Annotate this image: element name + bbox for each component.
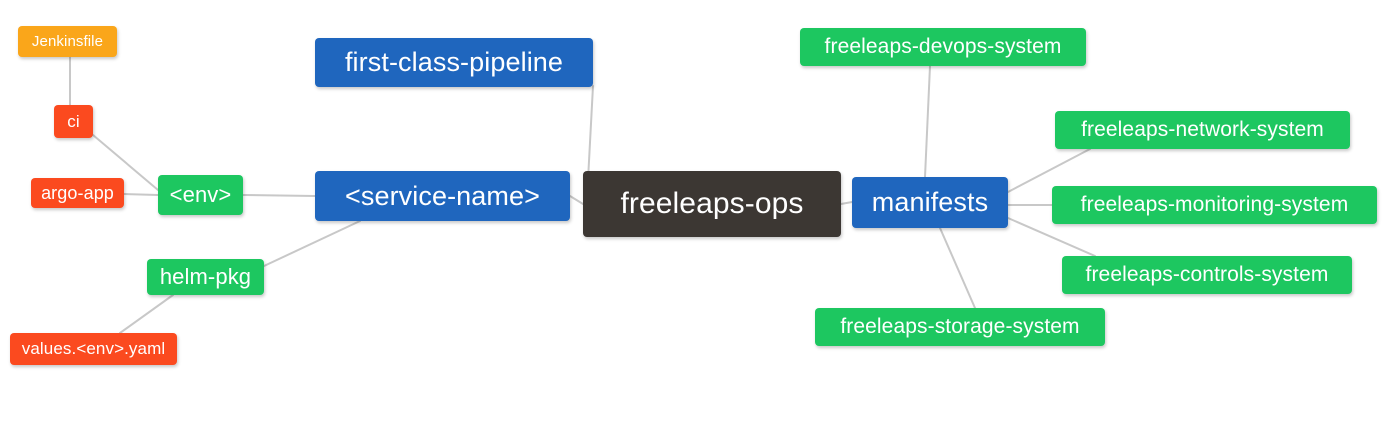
mindmap-node-ci[interactable]: ci	[54, 105, 93, 138]
mindmap-node-freeleaps-monitoring-system[interactable]: freeleaps-monitoring-system	[1052, 186, 1377, 224]
node-label: Jenkinsfile	[31, 33, 104, 50]
edge-manifests-to-freeleaps-devops-system	[924, 65, 931, 178]
mindmap-node-freeleaps-storage-system[interactable]: freeleaps-storage-system	[815, 308, 1105, 346]
mindmap-node-freeleaps-controls-system[interactable]: freeleaps-controls-system	[1062, 256, 1352, 294]
mindmap-node-freeleaps-devops-system[interactable]: freeleaps-devops-system	[800, 28, 1086, 66]
mindmap-node-service-name[interactable]: <service-name>	[315, 171, 570, 221]
node-label: freeleaps-monitoring-system	[1080, 193, 1349, 216]
node-label: values.<env>.yaml	[21, 339, 166, 358]
mindmap-node-helm-pkg[interactable]: helm-pkg	[147, 259, 264, 295]
edge-helm-pkg-to-values-env-yaml	[119, 294, 174, 334]
node-label: ci	[67, 111, 80, 131]
edge-env-to-argo-app	[123, 193, 159, 196]
node-label: freeleaps-controls-system	[1085, 263, 1329, 286]
edge-freeleaps-ops-to-service-name	[569, 195, 584, 205]
edge-service-name-to-env	[242, 194, 316, 197]
mindmap-node-first-class-pipeline[interactable]: first-class-pipeline	[315, 38, 593, 87]
node-label: freeleaps-storage-system	[840, 315, 1080, 338]
edge-freeleaps-ops-to-manifests	[840, 201, 853, 205]
mindmap-node-freeleaps-network-system[interactable]: freeleaps-network-system	[1055, 111, 1350, 149]
node-label: argo-app	[41, 182, 114, 203]
node-label: <env>	[169, 182, 232, 207]
node-label: <service-name>	[345, 180, 540, 211]
mindmap-node-argo-app[interactable]: argo-app	[31, 178, 124, 208]
node-label: first-class-pipeline	[344, 47, 564, 77]
node-label: helm-pkg	[159, 264, 252, 289]
edge-freeleaps-ops-to-first-class-pipeline	[587, 85, 594, 181]
mindmap-node-freeleaps-ops[interactable]: freeleaps-ops	[583, 171, 841, 237]
mindmap-node-manifests[interactable]: manifests	[852, 177, 1008, 228]
node-label: manifests	[871, 187, 989, 217]
mindmap-node-values-env-yaml[interactable]: values.<env>.yaml	[10, 333, 177, 365]
mindmap-node-jenkinsfile[interactable]: Jenkinsfile	[18, 26, 117, 57]
mindmap-node-env[interactable]: <env>	[158, 175, 243, 215]
node-label: freeleaps-network-system	[1081, 118, 1324, 141]
edge-manifests-to-freeleaps-storage-system	[939, 227, 976, 309]
node-label: freeleaps-ops	[620, 187, 804, 220]
edge-service-name-to-helm-pkg	[263, 220, 361, 267]
node-label: freeleaps-devops-system	[824, 35, 1062, 58]
